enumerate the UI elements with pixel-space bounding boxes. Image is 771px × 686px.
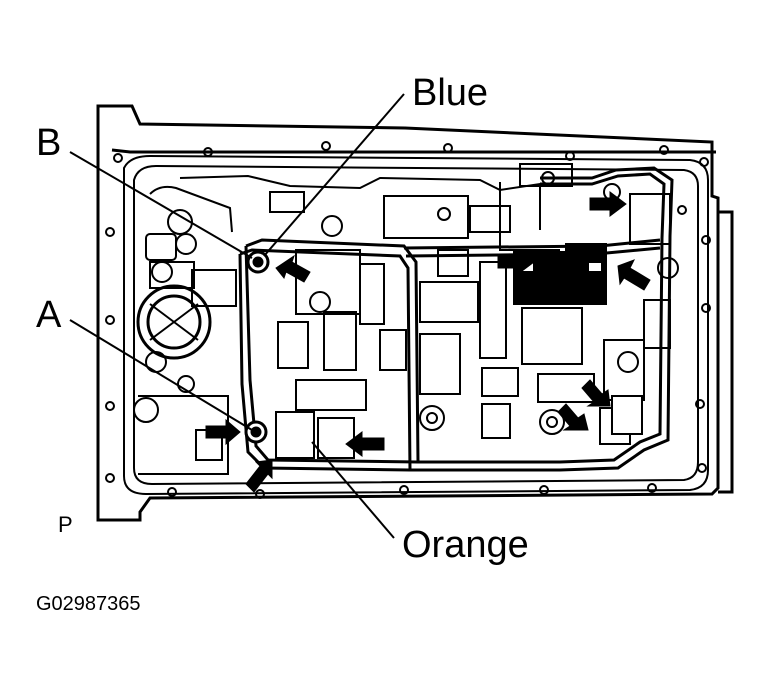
solenoid-connectors <box>275 193 671 459</box>
clamp-bolts <box>244 250 270 444</box>
label-blue: Blue <box>412 72 489 114</box>
wire-harness <box>238 166 674 472</box>
figure-code: G02987365 <box>36 593 141 615</box>
leader-lines <box>69 93 405 539</box>
leader-blue <box>263 93 405 257</box>
leader-b <box>69 151 253 259</box>
pointer-arrows <box>205 191 651 493</box>
bolt-holes <box>105 141 711 499</box>
label-b: B <box>36 122 62 164</box>
label-a: A <box>36 294 62 336</box>
arrow-icon <box>497 249 535 275</box>
valve-body <box>179 163 679 445</box>
arrow-icon <box>345 431 385 457</box>
label-p: P <box>58 512 73 537</box>
transmission-case <box>96 104 734 522</box>
arrow-icon <box>617 259 651 291</box>
arrow-icon <box>245 459 273 493</box>
arrow-icon <box>589 191 627 217</box>
leader-orange <box>311 441 395 539</box>
oil-pan-gasket <box>123 154 709 496</box>
leader-a <box>69 319 253 431</box>
arrow-icon <box>205 418 241 446</box>
arrow-icon <box>581 379 611 407</box>
arrow-icon <box>275 254 311 283</box>
label-orange: Orange <box>402 524 529 566</box>
arrow-icon <box>557 403 589 431</box>
